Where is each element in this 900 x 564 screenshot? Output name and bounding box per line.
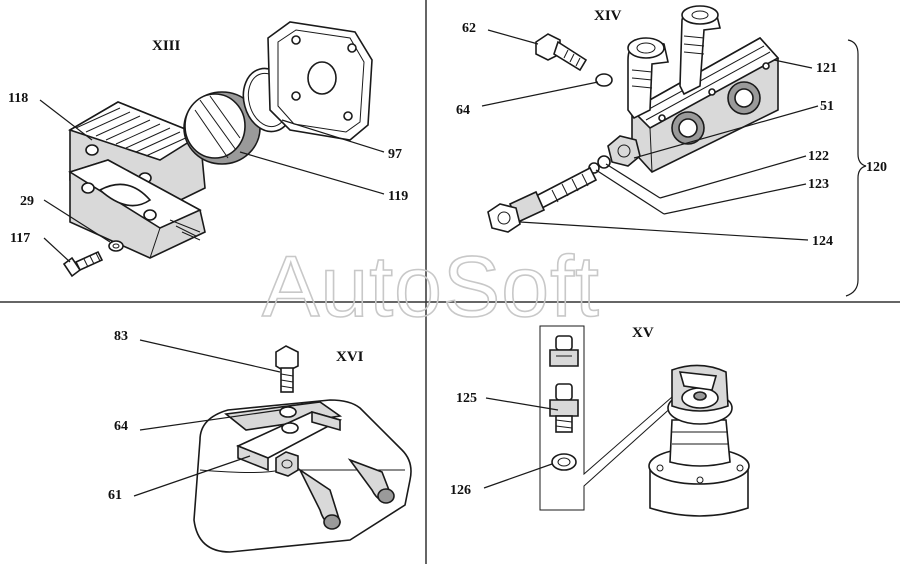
leader-83 xyxy=(139,339,281,373)
leader-51 xyxy=(633,105,819,159)
washer-part-64-xvi xyxy=(279,406,297,418)
callout-97: 97 xyxy=(388,147,402,162)
leader-62 xyxy=(487,29,539,45)
callout-51: 51 xyxy=(820,99,834,114)
leader-64 xyxy=(481,81,599,107)
screw-part-117 xyxy=(62,250,104,278)
leader-29 xyxy=(43,199,111,243)
callout-124: 124 xyxy=(812,234,833,249)
leader-121 xyxy=(773,59,813,69)
leader-123a xyxy=(595,169,665,215)
callout-83: 83 xyxy=(114,329,128,344)
panel-xiii: XIII xyxy=(8,21,408,278)
cover-part-119 xyxy=(183,91,261,165)
watermark-text: AutoSoft xyxy=(262,239,600,335)
washer-part-64 xyxy=(595,73,613,87)
callout-126: 126 xyxy=(450,483,471,498)
leader-122a xyxy=(605,163,661,199)
leader-125 xyxy=(485,397,559,411)
bolt-part-124 xyxy=(487,166,598,233)
valve-body xyxy=(648,364,750,517)
panel-xiv: XIV xyxy=(456,5,887,297)
callout-29: 29 xyxy=(20,194,34,209)
washer-part-122 xyxy=(597,155,611,169)
housing-body xyxy=(193,399,412,553)
leader-124 xyxy=(519,221,809,241)
clamp-plate-part-61 xyxy=(235,410,343,472)
fitting-part-125 xyxy=(549,383,579,433)
leader-123b xyxy=(663,183,807,215)
washer-part-126 xyxy=(551,453,577,471)
bolt-part-83 xyxy=(275,345,299,393)
leader-122b xyxy=(659,155,807,199)
nut-part-51 xyxy=(607,135,641,167)
bolt-part-62 xyxy=(535,33,588,72)
nut-part-xvi xyxy=(275,451,299,477)
leader-118 xyxy=(39,99,93,141)
leader-97 xyxy=(281,119,385,153)
washer-part-29 xyxy=(108,240,124,252)
callout-121: 121 xyxy=(816,61,837,76)
leader-117 xyxy=(43,237,71,263)
panel-xv-title: XV xyxy=(632,325,654,341)
flange-plate xyxy=(267,21,373,141)
callout-61: 61 xyxy=(108,488,122,503)
panel-xvi-title: XVI xyxy=(336,349,364,365)
leader-64-xvi xyxy=(139,409,281,431)
leader-126 xyxy=(483,463,553,489)
callout-125: 125 xyxy=(456,391,477,406)
callout-122: 122 xyxy=(808,149,829,164)
panel-xiii-title: XIII xyxy=(152,38,181,54)
fitting-top xyxy=(549,335,579,367)
manifold-part-121 xyxy=(627,5,780,173)
callout-118: 118 xyxy=(8,91,28,106)
leader-61 xyxy=(133,455,251,497)
clamp-part-118 xyxy=(68,101,206,259)
panel-xiv-title: XIV xyxy=(594,8,622,24)
leader-119 xyxy=(239,151,385,195)
callout-64: 64 xyxy=(456,103,470,118)
callout-119: 119 xyxy=(388,189,408,204)
callout-123: 123 xyxy=(808,177,829,192)
callout-62: 62 xyxy=(462,21,476,36)
callout-64-xvi: 64 xyxy=(114,419,128,434)
callout-117: 117 xyxy=(10,231,30,246)
panel-xv: XV xyxy=(450,325,750,517)
bracket-120 xyxy=(845,39,867,297)
panel-xvi: XVI xyxy=(108,329,412,553)
callout-120: 120 xyxy=(866,160,887,175)
